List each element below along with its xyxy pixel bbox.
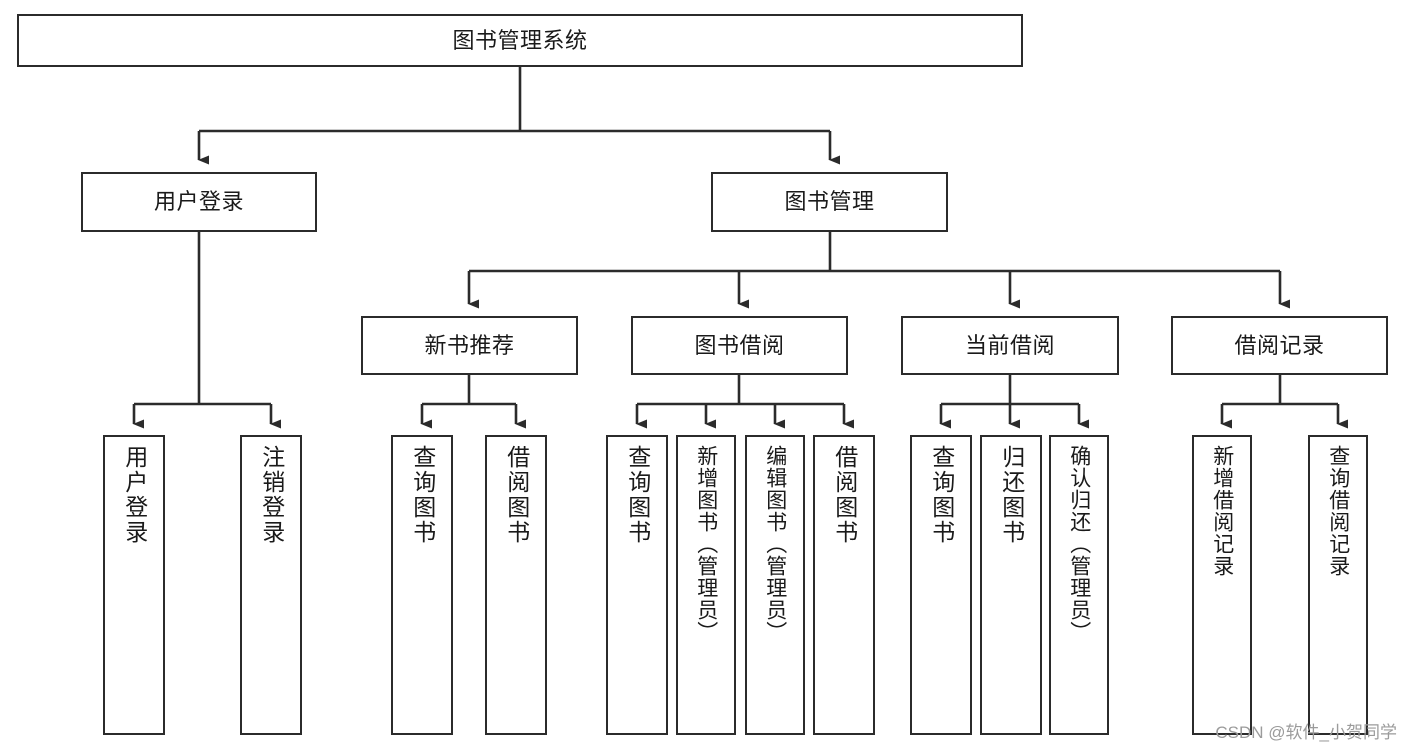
leaf-query-books-current[interactable]: 查询图书 (910, 435, 972, 735)
node-user-login[interactable]: 用户登录 (81, 172, 317, 232)
leaf-borrow-books[interactable]: 借阅图书 (813, 435, 875, 735)
node-label: 借阅图书 (503, 445, 530, 545)
node-label: 新书推荐 (424, 332, 515, 358)
node-label: 图书借阅 (694, 332, 785, 358)
node-label: 查询图书 (409, 445, 436, 545)
leaf-logout[interactable]: 注销登录 (240, 435, 302, 735)
leaf-add-borrow-record[interactable]: 新增借阅记录 (1192, 435, 1252, 735)
leaf-query-borrow-record[interactable]: 查询借阅记录 (1308, 435, 1368, 735)
node-book-borrowing[interactable]: 图书借阅 (631, 316, 848, 375)
node-label: 图书管理 (784, 189, 875, 215)
leaf-edit-book-admin[interactable]: 编辑图书（管理员） (745, 435, 805, 735)
node-label: 借阅记录 (1234, 332, 1325, 358)
node-label: 查询图书 (928, 445, 955, 545)
node-label: 新增借阅记录 (1210, 445, 1234, 577)
node-label: 查询借阅记录 (1326, 445, 1350, 577)
node-label: 用户登录 (153, 189, 244, 215)
node-label: 借阅图书 (831, 445, 858, 545)
leaf-query-books-new-book[interactable]: 查询图书 (391, 435, 453, 735)
node-label: 编辑图书（管理员） (763, 445, 787, 643)
node-new-book-recommendation[interactable]: 新书推荐 (361, 316, 578, 375)
node-label: 当前借阅 (964, 332, 1055, 358)
node-label: 查询图书 (624, 445, 651, 545)
watermark: CSDN @软件_小贺同学 (1215, 723, 1397, 742)
node-current-borrowing[interactable]: 当前借阅 (901, 316, 1119, 375)
node-borrowing-record[interactable]: 借阅记录 (1171, 316, 1388, 375)
leaf-add-book-admin[interactable]: 新增图书（管理员） (676, 435, 736, 735)
node-label: 注销登录 (258, 445, 285, 545)
node-label: 新增图书（管理员） (694, 445, 718, 643)
node-label: 图书管理系统 (452, 27, 588, 53)
node-root-book-management-system[interactable]: 图书管理系统 (17, 14, 1023, 67)
leaf-user-login[interactable]: 用户登录 (103, 435, 165, 735)
leaf-confirm-return-admin[interactable]: 确认归还（管理员） (1049, 435, 1109, 735)
node-label: 确认归还（管理员） (1067, 445, 1091, 643)
node-label: 用户登录 (121, 445, 148, 545)
leaf-query-books-borrow[interactable]: 查询图书 (606, 435, 668, 735)
leaf-borrow-books-new-book[interactable]: 借阅图书 (485, 435, 547, 735)
node-label: 归还图书 (998, 445, 1025, 545)
leaf-return-books[interactable]: 归还图书 (980, 435, 1042, 735)
node-book-management[interactable]: 图书管理 (711, 172, 948, 232)
